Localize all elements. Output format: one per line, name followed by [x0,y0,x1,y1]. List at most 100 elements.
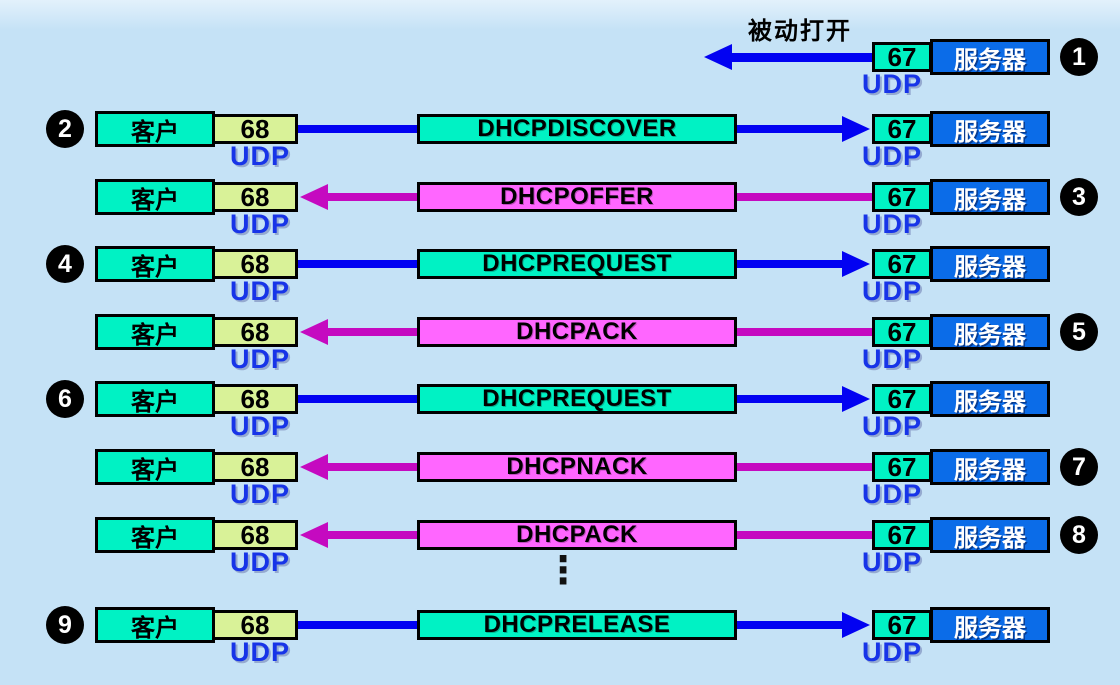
udp-label: UDP [230,411,291,441]
arrow-shaft [735,125,845,133]
udp-label: UDP [230,344,291,374]
server-box: 服务器 [930,449,1050,485]
step-row-9: 9 客户 68 UDP DHCPRELEASE 67 服务器 UDP [0,591,1120,666]
step-badge: 3 [1060,178,1098,216]
step-row-5: 客户 68 UDP DHCPACK 67 服务器 UDP 5 [0,298,1120,373]
step-badge: 8 [1060,516,1098,554]
arrow-left-icon [300,522,328,548]
udp-label: UDP [230,547,291,577]
server-port-box: 67 [872,384,932,414]
arrow-right-icon [842,386,870,412]
client-port-box: 68 [212,317,298,347]
udp-label: UDP [230,637,291,667]
server-box: 服务器 [930,607,1050,643]
arrow-shaft [735,463,874,471]
udp-label: UDP [862,637,923,667]
server-port-box: 67 [872,452,932,482]
client-box: 客户 [95,179,215,215]
arrow-right-icon [842,116,870,142]
udp-label: UDP [862,344,923,374]
client-port-box: 68 [212,249,298,279]
step-badge: 1 [1060,38,1098,76]
message-box: DHCPACK [417,317,737,347]
step-badge: 2 [46,110,84,148]
message-box: DHCPNACK [417,452,737,482]
message-box: DHCPRELEASE [417,610,737,640]
continuation-ellipsis: ⋮ [544,550,582,592]
arrow-shaft [735,328,874,336]
message-box: DHCPDISCOVER [417,114,737,144]
step-row-2: 2 客户 68 UDP DHCPDISCOVER 67 服务器 UDP [0,95,1120,170]
arrow-shaft [730,53,874,62]
client-box: 客户 [95,314,215,350]
message-box: DHCPREQUEST [417,249,737,279]
client-port-box: 68 [212,182,298,212]
step-row-7: 客户 68 UDP DHCPNACK 67 服务器 UDP 7 [0,433,1120,508]
step-badge: 5 [1060,313,1098,351]
client-box: 客户 [95,517,215,553]
udp-label: UDP [862,141,923,171]
arrow-right-icon [842,251,870,277]
udp-label: UDP [230,141,291,171]
udp-label: UDP [862,411,923,441]
server-box: 服务器 [930,179,1050,215]
server-port-box: 67 [872,114,932,144]
arrow-shaft [298,125,420,133]
arrow-left-icon [300,454,328,480]
udp-label: UDP [230,209,291,239]
client-port-box: 68 [212,452,298,482]
passive-open-label: 被动打开 [748,18,852,45]
arrow-left-icon [300,319,328,345]
server-box: 服务器 [930,39,1050,75]
client-box: 客户 [95,607,215,643]
arrow-shaft [735,621,845,629]
arrow-shaft [735,193,874,201]
arrow-shaft [326,328,420,336]
message-box: DHCPACK [417,520,737,550]
arrow-left-icon [704,44,732,70]
client-port-box: 68 [212,520,298,550]
arrow-shaft [735,531,874,539]
step-row-3: 客户 68 UDP DHCPOFFER 67 服务器 UDP 3 [0,163,1120,238]
udp-label: UDP [230,479,291,509]
server-port-box: 67 [872,42,932,72]
server-box: 服务器 [930,246,1050,282]
arrow-shaft [298,621,420,629]
client-box: 客户 [95,449,215,485]
arrow-right-icon [842,612,870,638]
step-row-1: 被动打开 67 服务器 UDP 1 [0,18,1120,98]
server-box: 服务器 [930,381,1050,417]
arrow-shaft [735,395,845,403]
udp-label: UDP [230,276,291,306]
udp-label: UDP [862,479,923,509]
client-port-box: 68 [212,610,298,640]
arrow-left-icon [300,184,328,210]
udp-label: UDP [862,69,923,99]
arrow-shaft [735,260,845,268]
step-badge: 4 [46,245,84,283]
server-port-box: 67 [872,520,932,550]
server-port-box: 67 [872,249,932,279]
message-box: DHCPREQUEST [417,384,737,414]
client-port-box: 68 [212,384,298,414]
step-badge: 6 [46,380,84,418]
arrow-shaft [326,463,420,471]
client-box: 客户 [95,381,215,417]
arrow-shaft [298,260,420,268]
server-port-box: 67 [872,182,932,212]
udp-label: UDP [862,209,923,239]
arrow-shaft [326,531,420,539]
client-box: 客户 [95,111,215,147]
arrow-shaft [298,395,420,403]
server-box: 服务器 [930,517,1050,553]
step-badge: 9 [46,606,84,644]
server-port-box: 67 [872,610,932,640]
step-row-6: 6 客户 68 UDP DHCPREQUEST 67 服务器 UDP [0,365,1120,440]
step-badge: 7 [1060,448,1098,486]
message-box: DHCPOFFER [417,182,737,212]
server-port-box: 67 [872,317,932,347]
arrow-shaft [326,193,420,201]
udp-label: UDP [862,276,923,306]
client-port-box: 68 [212,114,298,144]
step-row-4: 4 客户 68 UDP DHCPREQUEST 67 服务器 UDP [0,230,1120,305]
